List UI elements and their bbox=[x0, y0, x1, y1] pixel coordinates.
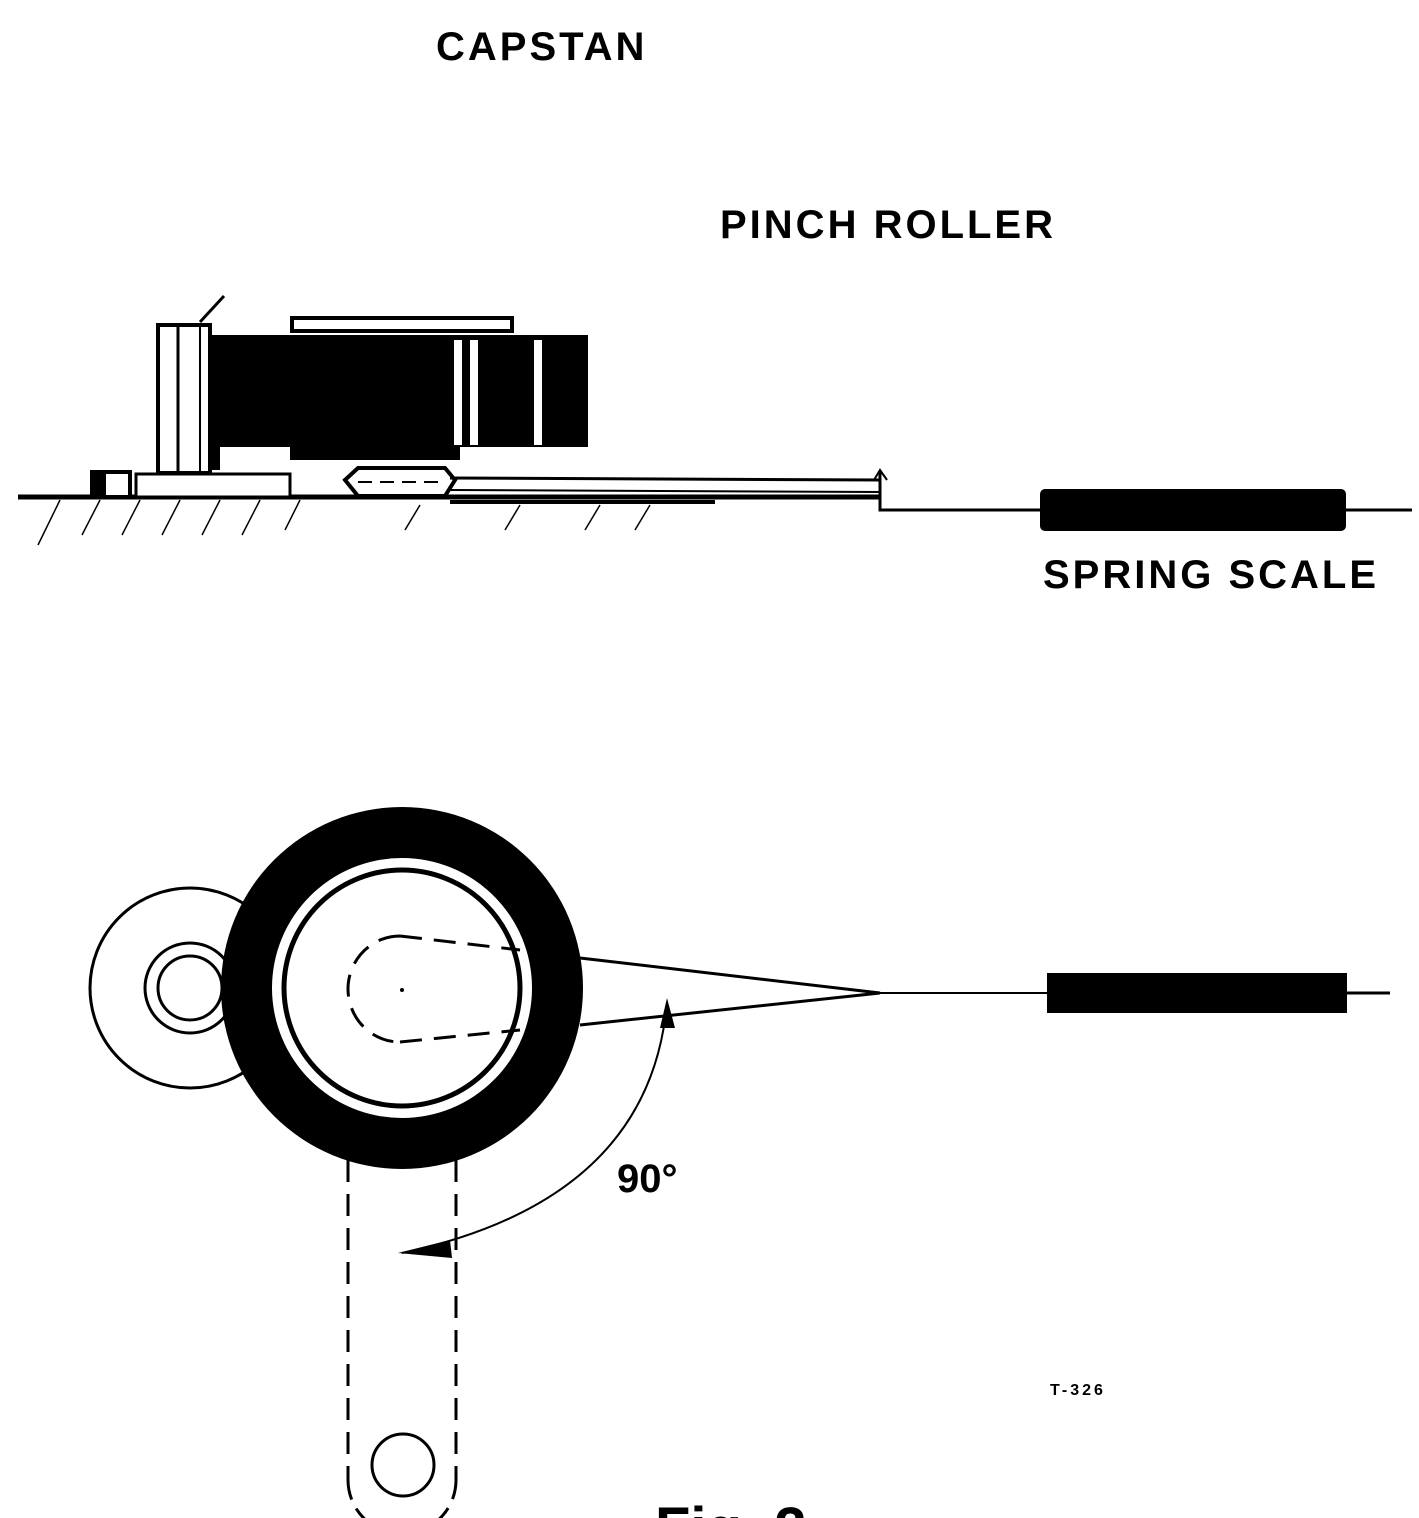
cord-lower bbox=[579, 991, 881, 1027]
reference-code: T-326 bbox=[1050, 1382, 1106, 1399]
pinch-roller-rim bbox=[281, 867, 523, 1109]
figure-caption: Fig. 2 bbox=[655, 1496, 806, 1518]
surface-hatching bbox=[37, 499, 651, 546]
spring-scale-top bbox=[1047, 973, 1347, 1013]
spring-scale-label: SPRING SCALE bbox=[1043, 553, 1379, 597]
pivot-bushing bbox=[342, 466, 458, 498]
roller-top-plate bbox=[290, 316, 514, 333]
hook-cord bbox=[878, 472, 1040, 512]
capstan-label: CAPSTAN bbox=[436, 25, 647, 69]
angle-label: 90° bbox=[617, 1157, 678, 1201]
cord-loop-hidden bbox=[346, 934, 521, 1044]
pivot-hole bbox=[370, 1432, 436, 1498]
angle-arrow-bottom bbox=[398, 1240, 452, 1258]
capstan-post bbox=[156, 323, 212, 475]
cord-upper bbox=[579, 956, 881, 995]
pinch-roller-body bbox=[208, 335, 588, 447]
leader-line bbox=[198, 294, 226, 324]
angle-arrow-top bbox=[660, 998, 675, 1028]
mounting-block-shade bbox=[92, 472, 106, 497]
angle-arc bbox=[401, 1001, 668, 1254]
pull-cord-upper bbox=[449, 476, 881, 482]
top-view: 90° T-326 bbox=[88, 807, 1390, 1518]
pinch-roller-label: PINCH ROLLER bbox=[720, 203, 1056, 247]
capstan-hub-inner bbox=[156, 954, 224, 1022]
base-plate bbox=[134, 472, 292, 499]
side-view: CAPSTAN PINCH ROLLER SPRING SCALE bbox=[18, 25, 1412, 597]
spring-scale bbox=[1040, 489, 1346, 531]
pivot-arm bbox=[346, 1160, 458, 1518]
